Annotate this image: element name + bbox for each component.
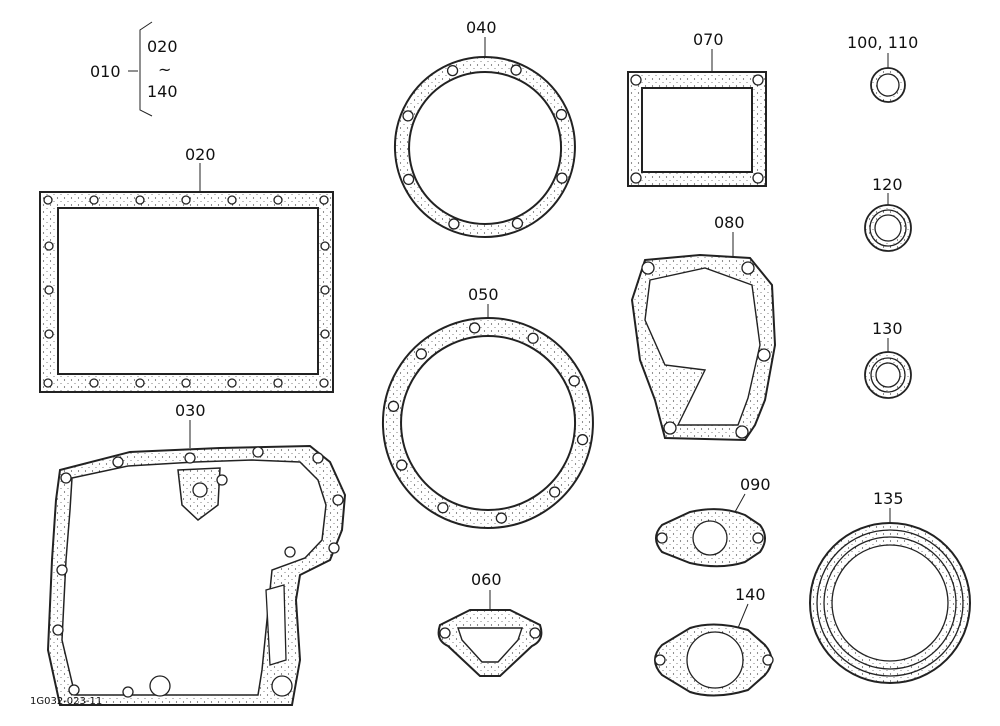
- bolt-hole: [446, 64, 459, 77]
- bolt-hole: [320, 241, 330, 251]
- bolt-hole: [568, 375, 580, 387]
- part-label-135: 135: [873, 489, 904, 508]
- bolt-hole: [52, 624, 64, 636]
- bolt-hole: [181, 195, 191, 205]
- bolt-hole: [495, 512, 508, 524]
- gasket-040-holes: [402, 64, 568, 230]
- part-label-070: 070: [693, 30, 724, 49]
- ring-100-110: 100, 110: [847, 33, 918, 103]
- bolt-hole: [44, 329, 54, 339]
- gasket-080: 080: [630, 213, 777, 442]
- bolt-hole: [312, 452, 324, 464]
- bolt-hole: [328, 542, 340, 554]
- part-label-120: 120: [872, 175, 903, 194]
- bolt-hole: [320, 329, 330, 339]
- bolt-hole: [273, 378, 283, 388]
- bolt-hole: [402, 173, 415, 186]
- bolt-hole: [448, 218, 460, 230]
- drawing-code: 1G032-023-11: [30, 696, 102, 707]
- bolt-hole: [135, 195, 145, 205]
- bolt-hole: [43, 195, 53, 205]
- seal-120: 120: [864, 175, 912, 252]
- bolt-hole: [402, 110, 414, 122]
- group-range-sep: ~: [158, 60, 171, 79]
- part-label-130: 130: [872, 319, 903, 338]
- part-label-140: 140: [735, 585, 766, 604]
- bolt-hole: [227, 378, 237, 388]
- bolt-hole: [468, 322, 481, 334]
- part-label-080: 080: [714, 213, 745, 232]
- gasket-050: 050: [382, 285, 594, 529]
- bolt-hole: [320, 285, 330, 295]
- part-label-090: 090: [740, 475, 771, 494]
- part-label-020: 020: [185, 145, 216, 164]
- gasket-040: 040: [393, 18, 576, 238]
- bolt-hole: [112, 456, 124, 468]
- group-range-to: 140: [147, 82, 178, 101]
- gasket-090: 090: [655, 475, 771, 568]
- bolt-hole: [387, 400, 400, 412]
- bolt-hole: [396, 459, 408, 471]
- part-label-100-110: 100, 110: [847, 33, 918, 52]
- bolt-hole: [89, 378, 99, 388]
- part-label-040: 040: [466, 18, 497, 37]
- bolt-hole: [273, 195, 283, 205]
- bolt-hole: [415, 348, 427, 360]
- bolt-hole: [122, 686, 134, 698]
- part-label-050: 050: [468, 285, 499, 304]
- bolt-hole: [284, 546, 296, 558]
- gasket-020-holes: [43, 195, 330, 388]
- bolt-hole: [181, 378, 191, 388]
- bolt-hole: [556, 172, 568, 184]
- seal-130: 130: [864, 319, 912, 399]
- bolt-hole: [319, 195, 329, 205]
- gasket-070: 070: [627, 30, 767, 187]
- seal-135: 135: [809, 489, 971, 684]
- gasket-140: 140: [654, 585, 774, 697]
- part-label-030: 030: [175, 401, 206, 420]
- group-range-from: 020: [147, 37, 178, 56]
- group-label: 010: [90, 62, 121, 81]
- bolt-hole: [89, 195, 99, 205]
- bolt-hole: [510, 64, 522, 76]
- bolt-hole: [60, 472, 72, 484]
- bolt-hole: [44, 241, 54, 251]
- bolt-hole: [68, 684, 80, 696]
- bolt-hole: [43, 378, 53, 388]
- bolt-hole: [252, 446, 264, 458]
- bolt-hole: [319, 378, 329, 388]
- gasket-050-holes: [387, 322, 589, 524]
- bolt-hole: [527, 332, 539, 344]
- bolt-hole: [184, 452, 196, 464]
- bolt-hole: [135, 378, 145, 388]
- gasket-030: 030 1G032-023-11: [30, 401, 347, 707]
- gasket-060: 060: [437, 570, 543, 677]
- gasket-030-holes: [52, 446, 344, 698]
- bolt-hole: [216, 474, 228, 486]
- gasket-020: 020: [39, 145, 334, 393]
- bolt-hole: [437, 502, 449, 514]
- bolt-hole: [555, 108, 568, 121]
- bolt-hole: [56, 564, 68, 576]
- bolt-hole: [576, 434, 589, 446]
- bolt-hole: [549, 486, 561, 498]
- group-bracket: 010 020 ~ 140: [90, 21, 178, 117]
- bolt-hole: [227, 195, 237, 205]
- bolt-hole: [511, 217, 524, 230]
- part-label-060: 060: [471, 570, 502, 589]
- bolt-hole: [332, 494, 344, 506]
- bolt-hole: [44, 285, 54, 295]
